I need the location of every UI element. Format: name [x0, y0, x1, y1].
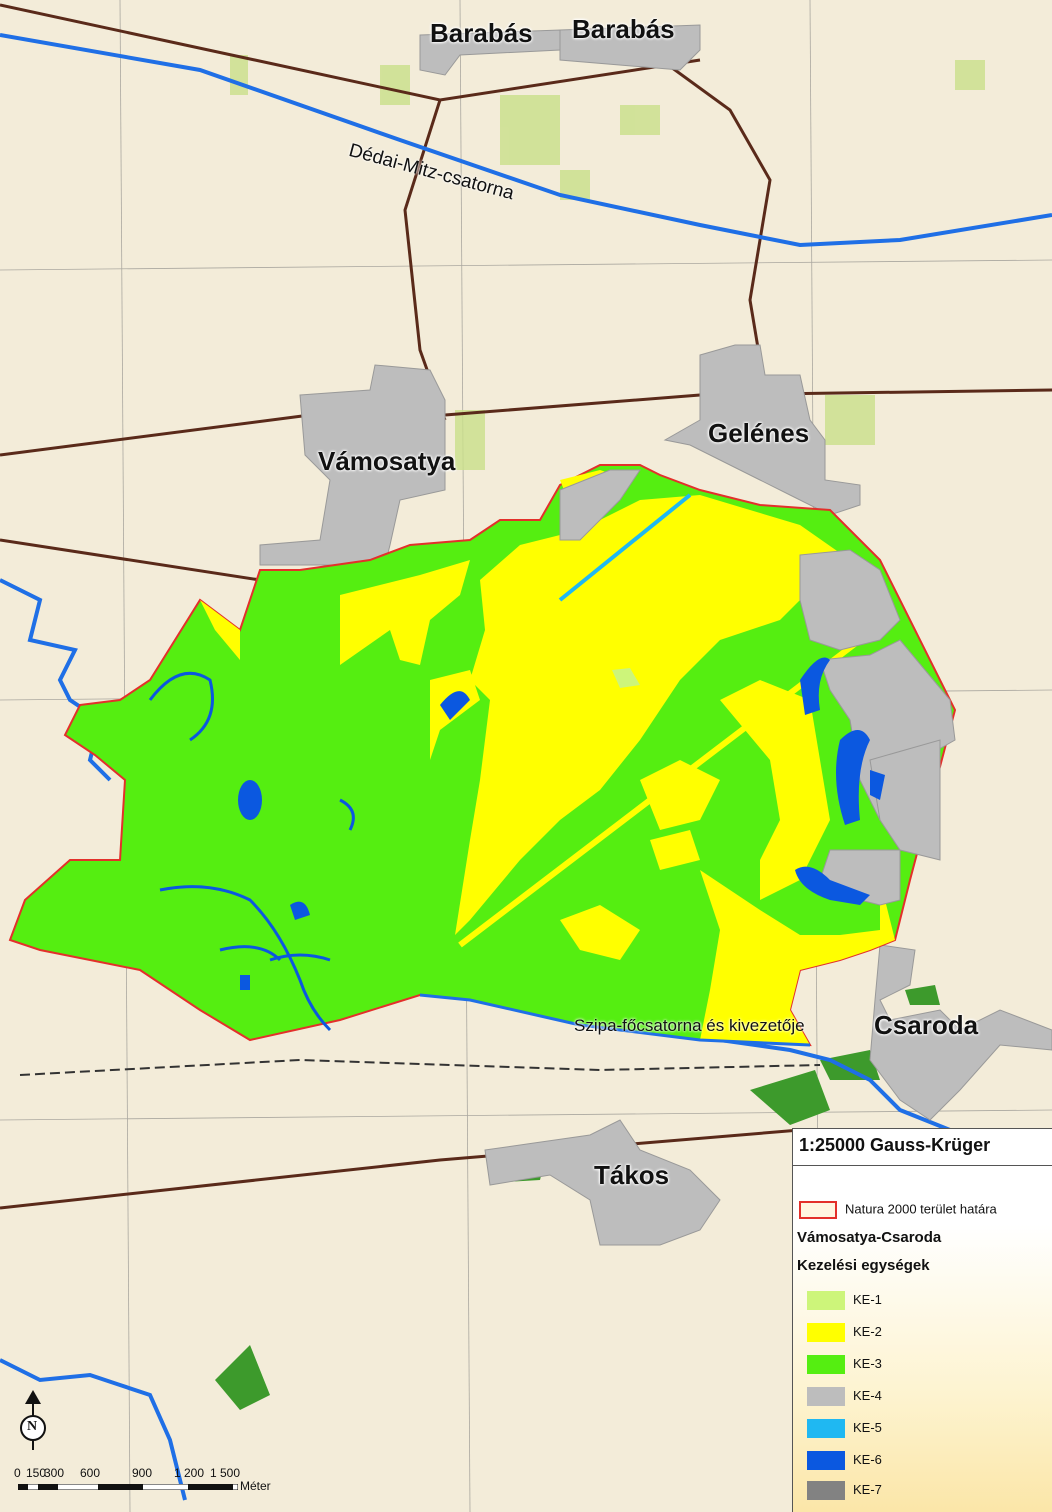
ke6-swatch — [807, 1451, 845, 1470]
legend-divider — [793, 1165, 1052, 1166]
legend-item-ke5: KE-5 — [807, 1419, 882, 1438]
ke7-label: KE-7 — [853, 1481, 882, 1497]
natura-swatch — [799, 1201, 837, 1219]
ke6-label: KE-6 — [853, 1451, 882, 1467]
ke7-swatch — [807, 1481, 845, 1500]
scale-ticks: 0 150 300 600 900 1 200 1 500 — [14, 1466, 254, 1480]
legend-item-ke3: KE-3 — [807, 1355, 882, 1374]
legend-item-ke7: KE-7 — [807, 1481, 882, 1500]
vegetation-patches — [230, 55, 985, 470]
town-label-barabas-2: Barabás — [572, 14, 675, 44]
ke2-swatch — [807, 1323, 845, 1342]
scale-tick: 600 — [80, 1466, 101, 1480]
town-label-barabas-1: Barabás — [430, 18, 533, 48]
ke4-swatch — [807, 1387, 845, 1406]
north-arrow: N — [16, 1390, 50, 1452]
szipa-canal-line — [419, 993, 811, 1047]
ke5-channel — [558, 493, 692, 602]
scale-tick: 900 — [132, 1466, 153, 1480]
town-label-vamosatya: Vámosatya — [318, 446, 456, 476]
ke1-patch — [612, 668, 640, 688]
scale-tick: 0 — [14, 1466, 21, 1480]
ke4-label: KE-4 — [853, 1387, 882, 1403]
ke1-swatch — [807, 1291, 845, 1310]
scale-tick: 1 200 — [174, 1466, 205, 1480]
settlements — [259, 24, 1052, 1246]
legend-item-ke4: KE-4 — [807, 1387, 882, 1406]
legend-natura-item: Natura 2000 terület határa — [799, 1201, 997, 1219]
legend-item-ke1: KE-1 — [807, 1291, 882, 1310]
ke5-label: KE-5 — [853, 1419, 882, 1435]
town-label-gelenes: Gelénes — [708, 418, 810, 448]
scale-bar-graphic — [18, 1484, 238, 1490]
ke5-swatch — [807, 1419, 845, 1438]
north-arrow-graphic — [20, 1390, 46, 1450]
scale-unit: Méter — [240, 1479, 271, 1493]
legend-item-ke2: KE-2 — [807, 1323, 882, 1342]
legend-item-ke6: KE-6 — [807, 1451, 882, 1470]
scale-bar: 0 150 300 600 900 1 200 1 500 Méter — [14, 1466, 271, 1493]
legend-units-title: Kezelési egységek — [797, 1257, 930, 1274]
railway — [19, 1058, 821, 1076]
internal-canal — [458, 637, 862, 948]
legend-scale-title: 1:25000 Gauss-Krüger — [799, 1135, 991, 1155]
ke3-label: KE-3 — [853, 1355, 882, 1371]
ke2-label: KE-2 — [853, 1323, 882, 1339]
meanders — [148, 671, 355, 1032]
town-label-takos: Tákos — [594, 1160, 670, 1190]
ke3-swatch — [807, 1355, 845, 1374]
legend-area-name: Vámosatya-Csaroda — [797, 1229, 942, 1246]
scale-tick: 150 — [26, 1466, 47, 1480]
ke6-zones — [238, 657, 885, 990]
scale-tick: 300 — [44, 1466, 65, 1480]
natura-label: Natura 2000 terület határa — [845, 1201, 997, 1217]
north-letter: N — [27, 1419, 38, 1434]
canal-label-szipa: Szipa-főcsatorna és kivezetője — [574, 1016, 805, 1035]
town-label-csaroda: Csaroda — [874, 1010, 979, 1040]
scale-tick: 1 500 — [210, 1466, 241, 1480]
ke1-label: KE-1 — [853, 1291, 882, 1307]
legend-panel: 1:25000 Gauss-Krüger Natura 2000 terület… — [792, 1128, 1052, 1512]
